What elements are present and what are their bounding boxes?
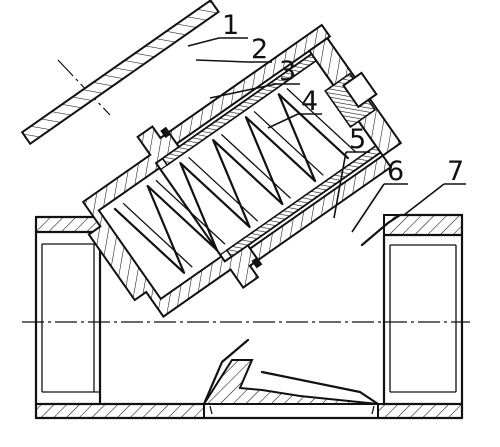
callout-4: 4: [301, 86, 318, 117]
callout-labels: 1 2 3 4 5 6 7: [222, 10, 464, 187]
callout-1: 1: [222, 10, 239, 41]
callout-7: 7: [447, 156, 464, 187]
screen-axis-centerline: [57, 59, 111, 116]
valve-body: [34, 213, 464, 420]
leader-lines: [187, 37, 466, 233]
callout-3: 3: [279, 56, 296, 87]
callout-2: 2: [251, 34, 268, 65]
strainer-leg-assembly: [20, 0, 403, 318]
callout-6: 6: [387, 156, 404, 187]
spring: [113, 88, 357, 274]
callout-5: 5: [349, 124, 366, 155]
